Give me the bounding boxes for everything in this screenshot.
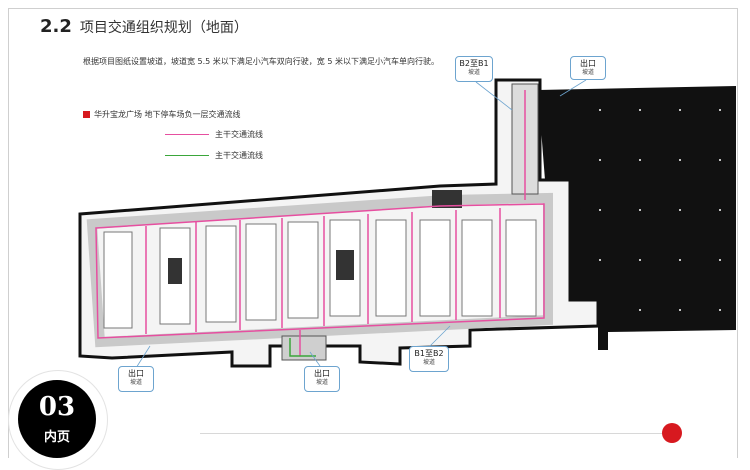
green-line-icon (165, 155, 209, 156)
stair-core (336, 250, 354, 280)
page-indicator-dot[interactable] (662, 423, 682, 443)
red-square-icon (83, 111, 90, 118)
callout-line2: 坡道 (581, 69, 594, 76)
callout-line2: 坡道 (315, 379, 328, 386)
retail-block (538, 86, 736, 350)
legend-item-secondary-flow: 主干交通流线 (165, 150, 263, 161)
main-traffic-flow (95, 90, 545, 356)
pink-line-icon (165, 134, 209, 135)
parking-blocks (103, 219, 537, 329)
legend-item-main-flow: 主干交通流线 (165, 129, 263, 140)
badge-number: 03 (38, 392, 76, 422)
legend-title: 华升宝龙广场 地下停车场负一层交通流线 (83, 109, 241, 120)
column-grid (599, 109, 721, 311)
stair-core (432, 190, 462, 208)
page-frame (8, 8, 738, 458)
callout-line1: B1至B2 (414, 349, 444, 358)
legend-item-label: 主干交通流线 (215, 130, 263, 139)
pager-line (200, 433, 670, 434)
callout-b2-b1-ramp: B2至B1 坡道 (455, 56, 493, 82)
section-title: 项目交通组织规划（地面） (79, 20, 248, 36)
callout-line2: 坡道 (422, 359, 435, 366)
callout-line1: 出口 (314, 369, 330, 378)
callout-line1: B2至B1 (459, 59, 489, 68)
legend-item-label: 主干交通流线 (215, 151, 263, 160)
callout-line1: 出口 (580, 59, 596, 68)
secondary-traffic-flow (289, 338, 316, 357)
description-text: 根据项目图纸设置坡道，坡道宽 5.5 米以下满足小汽车双向行驶，宽 5 米以下满… (83, 57, 439, 66)
callout-pointers (135, 79, 587, 369)
callout-exit-ramp-left: 出口 坡道 (118, 366, 154, 392)
road-band (86, 192, 553, 348)
stair-core (168, 258, 182, 284)
callout-exit-ramp-middle: 出口 坡道 (304, 366, 340, 392)
section-header: 2.2 项目交通组织规划（地面） (40, 16, 248, 37)
callout-b1-b2-ramp: B1至B2 坡道 (409, 346, 449, 372)
legend-title-text: 华升宝龙广场 地下停车场负一层交通流线 (94, 110, 241, 119)
callout-line1: 出口 (128, 369, 144, 378)
callout-line2: 坡道 (129, 379, 142, 386)
callout-line2: 坡道 (467, 69, 480, 76)
callout-exit-ramp-top: 出口 坡道 (570, 56, 606, 80)
section-number: 2.2 (40, 16, 72, 37)
page-badge: 03 内页 (18, 380, 96, 458)
badge-label: 内页 (43, 430, 70, 445)
